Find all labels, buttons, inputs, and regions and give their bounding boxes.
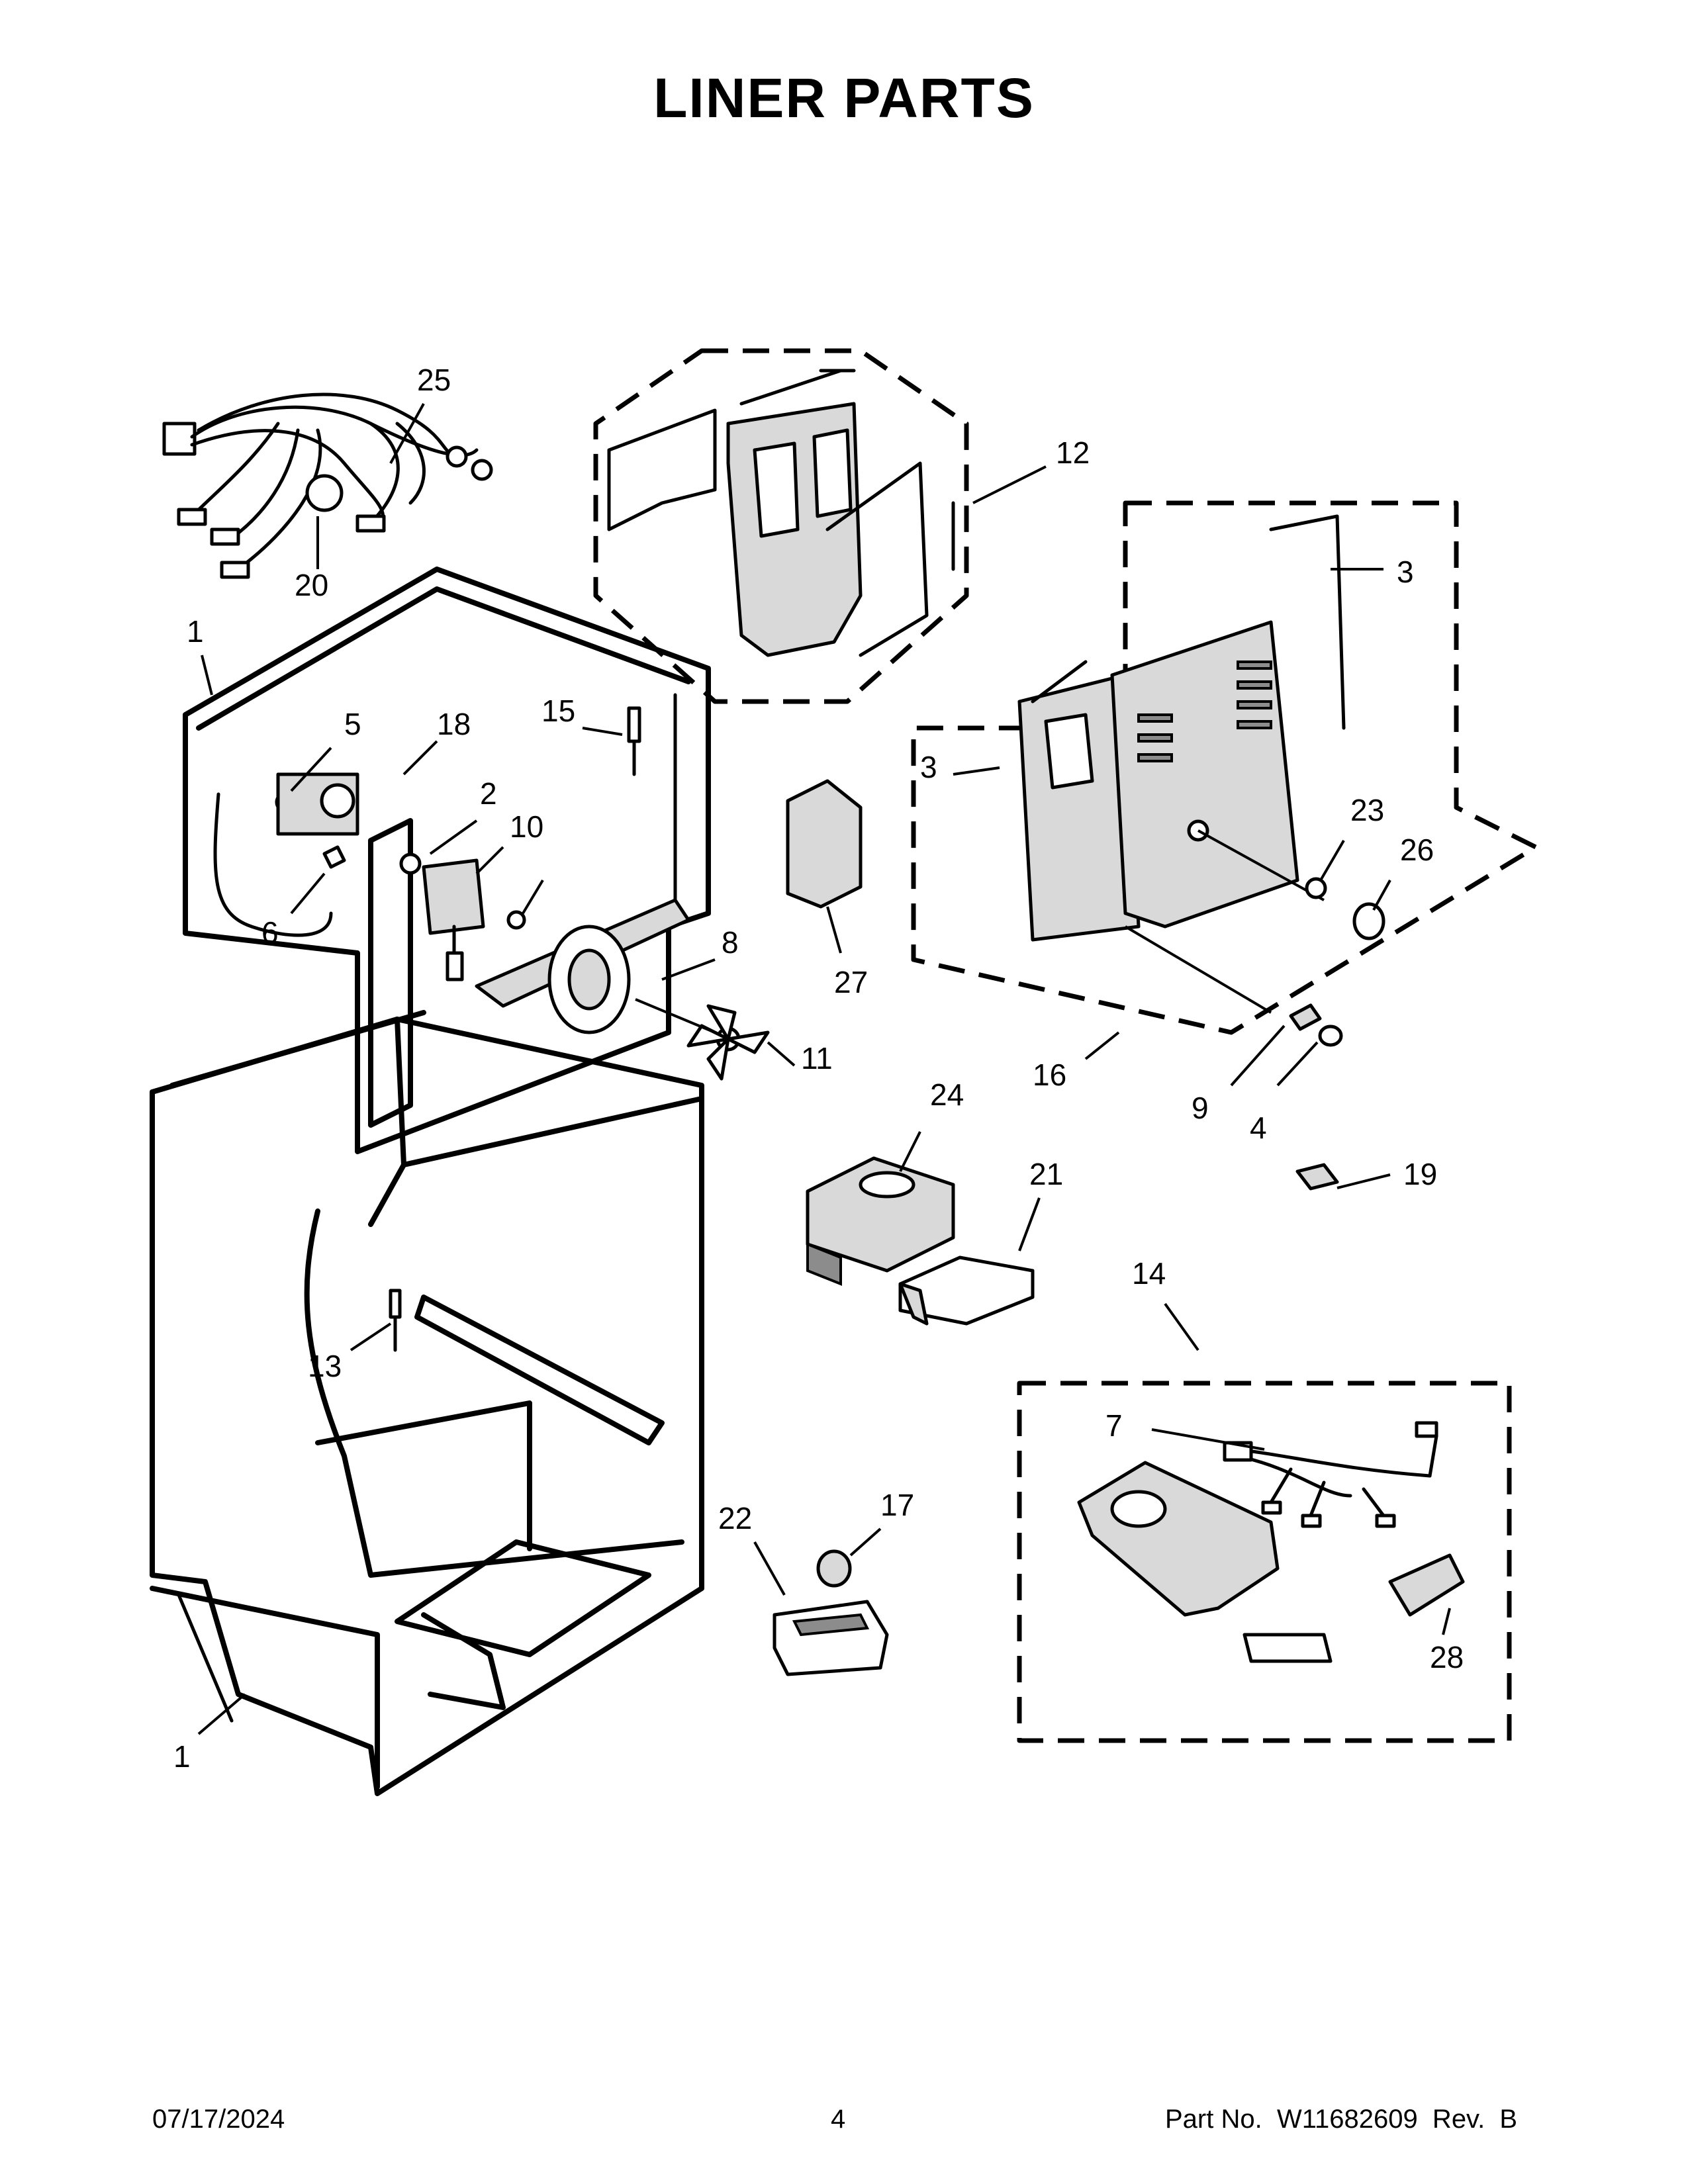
- fan-motor-part-10: [422, 858, 485, 935]
- callout-20: 20: [295, 568, 328, 602]
- thermistor-part-13: [389, 1289, 402, 1319]
- callout-5: 5: [344, 707, 361, 741]
- part-group-12: [593, 348, 969, 704]
- page-title: LINER PARTS: [653, 67, 1035, 129]
- callout-15: 15: [541, 694, 575, 728]
- screw-part-6: [322, 845, 346, 869]
- callout-23: 23: [1350, 793, 1384, 827]
- callout-18: 18: [437, 707, 471, 741]
- callout-21: 21: [1029, 1157, 1063, 1191]
- callout-19: 19: [1403, 1157, 1437, 1191]
- harness-plug-part-20: [305, 474, 344, 512]
- callout-9: 9: [1192, 1091, 1209, 1125]
- callout-7: 7: [1105, 1408, 1123, 1443]
- part-group-14: [1017, 1381, 1512, 1743]
- callout-28: 28: [1430, 1640, 1464, 1674]
- callout-17: 17: [880, 1488, 914, 1522]
- callout-8: 8: [722, 925, 739, 960]
- cap-part-4: [1318, 1024, 1343, 1047]
- clip-part-19: [1295, 1163, 1339, 1191]
- bracket-part-21: [898, 1255, 1035, 1326]
- vent-slots: [1137, 660, 1272, 762]
- callout-24: 24: [930, 1077, 964, 1112]
- footer-part-number: Part No. W11682609 Rev. B: [1165, 2105, 1518, 2134]
- fan-blade-part-11: [635, 998, 770, 1081]
- callout-26: 26: [1400, 833, 1434, 867]
- screw-part-9: [1289, 1003, 1322, 1031]
- callout-labels: 25 20 12 3 1 5 18 15 2 10 6 8 27 3 23 26…: [173, 363, 1464, 1774]
- callout-3-left: 3: [920, 750, 937, 784]
- callout-6: 6: [261, 915, 279, 950]
- freezer-liner-part-1: [183, 567, 711, 1154]
- callout-10: 10: [510, 809, 543, 844]
- grommet-part-2: [399, 852, 422, 875]
- housing-part-7: [1077, 1461, 1280, 1617]
- clip-part-23: [1305, 877, 1327, 899]
- callout-11: 11: [801, 1041, 833, 1075]
- knob-part-26: [1352, 902, 1385, 940]
- callout-4: 4: [1250, 1111, 1267, 1145]
- damper-part-17: [816, 1549, 852, 1588]
- footer-page-number: 4: [831, 2105, 846, 2134]
- callout-1-upper: 1: [187, 614, 204, 649]
- wire-harness-part-25: [162, 392, 493, 579]
- callout-1-lower: 1: [173, 1739, 191, 1774]
- callout-3-top: 3: [1397, 555, 1414, 589]
- small-fasteners: [1289, 877, 1385, 1191]
- callout-14: 14: [1132, 1256, 1166, 1291]
- callout-12: 12: [1056, 435, 1090, 470]
- grille-part-22: [773, 1600, 889, 1676]
- callout-16: 16: [1033, 1058, 1066, 1092]
- callout-22: 22: [718, 1501, 752, 1535]
- callout-2-left: 2: [480, 776, 497, 811]
- thermistor-part-15: [627, 706, 641, 743]
- freezer-components: [275, 706, 690, 1034]
- callout-25: 25: [417, 363, 451, 397]
- fresh-food-liner-part-1: [150, 1010, 704, 1796]
- housing-part-24: [806, 1156, 955, 1286]
- cover-part-27: [786, 779, 863, 909]
- part-group-16: [911, 500, 1538, 1035]
- leader-arrows: [197, 403, 1451, 1735]
- module-part-28: [1388, 1553, 1465, 1617]
- callout-27: 27: [834, 965, 868, 999]
- footer-date: 07/17/2024: [152, 2105, 285, 2134]
- callout-13: 13: [308, 1349, 342, 1383]
